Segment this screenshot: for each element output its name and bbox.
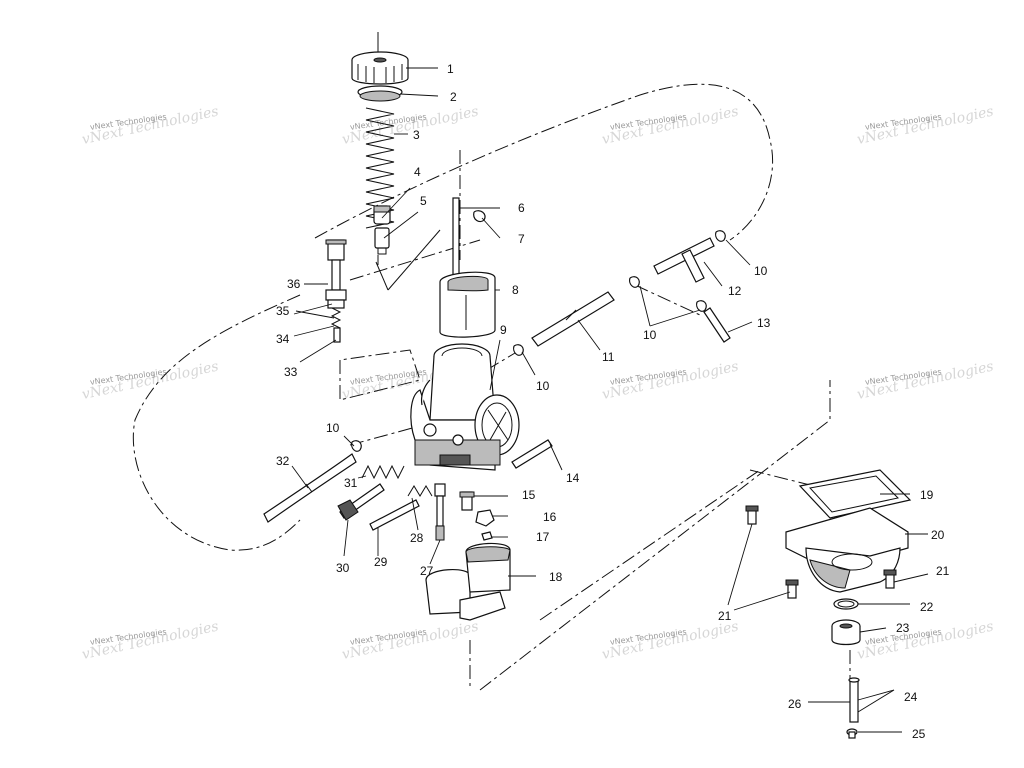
callout-28: 28 [410, 531, 424, 545]
part-cable-adjuster [325, 239, 347, 343]
callout-21-b: 21 [718, 609, 732, 623]
part-vent-tube [703, 307, 731, 343]
callout-25: 25 [912, 727, 926, 741]
callout-3: 3 [413, 128, 420, 142]
callout-23: 23 [896, 621, 910, 635]
callout-18: 18 [549, 570, 563, 584]
callout-36: 36 [287, 277, 301, 291]
callout-5: 5 [420, 194, 427, 208]
callout-17: 17 [536, 530, 550, 544]
callout-29: 29 [374, 555, 388, 569]
callout-2: 2 [450, 90, 457, 104]
part-jet-washer [481, 531, 493, 541]
part-float-bowl [785, 507, 909, 593]
part-needle-jet [434, 483, 446, 541]
part-idle-screw-spring [361, 464, 405, 480]
callout-22: 22 [920, 600, 934, 614]
callout-12: 12 [728, 284, 742, 298]
part-float [425, 542, 511, 621]
part-needle-retainer [373, 205, 391, 225]
part-t-fitting [653, 237, 715, 283]
fuel-line-path [314, 83, 774, 241]
callout-33: 33 [284, 365, 298, 379]
callout-15: 15 [522, 488, 536, 502]
assembly-centerline [339, 349, 421, 401]
part-pilot-spring [407, 485, 433, 497]
callout-32: 32 [276, 454, 290, 468]
part-pilot-screw [369, 499, 420, 531]
part-bowl-screw [883, 569, 897, 589]
part-main-jet [475, 509, 495, 527]
part-carburetor-body [410, 343, 520, 471]
part-pilot-jet-rod [511, 439, 553, 469]
part-bowl-screw [745, 505, 759, 525]
part-drain-o-ring [833, 598, 859, 610]
part-needle-clip [374, 227, 390, 255]
callout-10-b: 10 [643, 328, 657, 342]
part-drain-plug [831, 619, 861, 646]
callout-16: 16 [543, 510, 557, 524]
vent-line-path [132, 294, 301, 551]
callout-35: 35 [276, 304, 290, 318]
assembly-centerline [479, 380, 831, 691]
part-float-pin [848, 677, 860, 723]
callout-6: 6 [518, 201, 525, 215]
part-hose-clamp [629, 276, 640, 288]
callout-20: 20 [931, 528, 945, 542]
callout-14: 14 [566, 471, 580, 485]
part-fuel-hose [531, 291, 615, 347]
callout-10-d: 10 [754, 264, 768, 278]
assembly-centerline [634, 284, 701, 316]
part-cap-gasket [357, 85, 403, 102]
callout-labels: 1 2 3 4 5 6 7 8 9 10 11 12 10 13 36 35 3… [276, 62, 950, 741]
part-idle-screw [337, 483, 385, 521]
callout-34: 34 [276, 332, 290, 346]
leader-lines [291, 67, 929, 733]
callout-19: 19 [920, 488, 934, 502]
part-pin-screw [846, 728, 858, 739]
callout-30: 30 [336, 561, 350, 575]
callout-10-c: 10 [326, 421, 340, 435]
callout-13: 13 [757, 316, 771, 330]
callout-8: 8 [512, 283, 519, 297]
callout-1: 1 [447, 62, 454, 76]
callout-31: 31 [344, 476, 358, 490]
callout-27: 27 [420, 564, 434, 578]
part-main-jet-holder [459, 491, 475, 511]
callout-7: 7 [518, 232, 525, 246]
part-hose-clamp [696, 300, 707, 312]
part-top-cap [351, 32, 409, 85]
callout-9: 9 [500, 323, 507, 337]
part-float-bowl-gasket [798, 469, 912, 519]
part-hose-clamp [715, 230, 726, 242]
part-throttle-slide [439, 271, 496, 338]
callout-24: 24 [904, 690, 918, 704]
part-overflow-hose [263, 453, 357, 523]
callout-11: 11 [602, 350, 615, 364]
callout-21-a: 21 [936, 564, 950, 578]
part-bowl-screw [785, 579, 799, 599]
part-hose-clamp [351, 440, 362, 452]
part-hose-clamp [513, 344, 524, 356]
callout-10-a: 10 [536, 379, 550, 393]
assembly-centerline [539, 469, 761, 621]
callout-26: 26 [788, 697, 802, 711]
callout-4: 4 [414, 165, 421, 179]
